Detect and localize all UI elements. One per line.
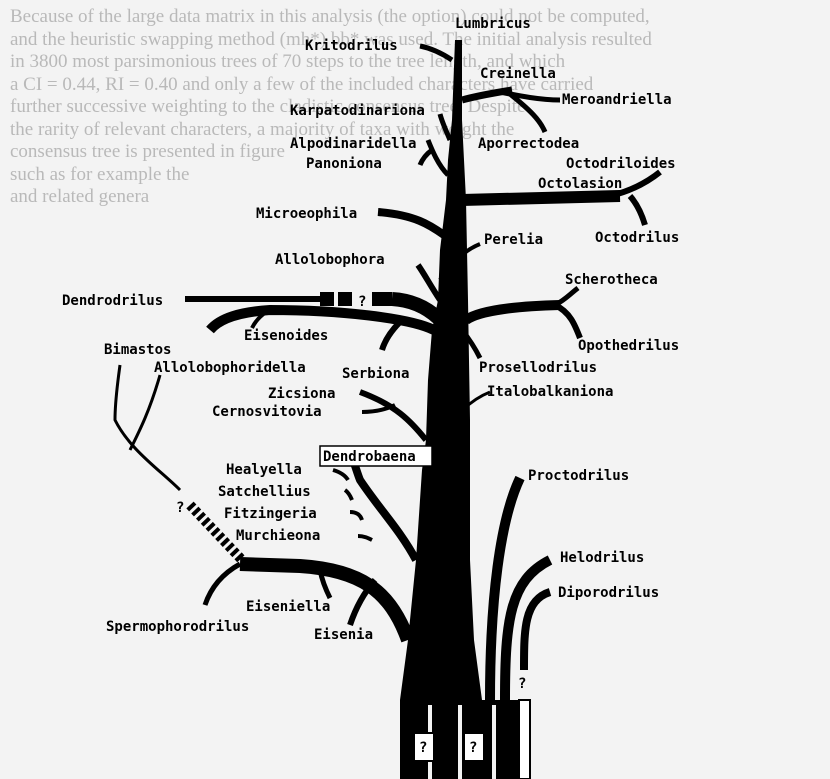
branch-microeophila <box>378 212 444 235</box>
label-fitzingeria: Fitzingeria <box>224 506 317 522</box>
label-alpodinaridella: Alpodinaridella <box>290 136 416 152</box>
label-serbiona: Serbiona <box>342 366 409 382</box>
label-aporrectodea: Aporrectodea <box>478 136 579 152</box>
label-diporodrilus: Diporodrilus <box>558 585 659 601</box>
open-lineage-box <box>519 700 530 779</box>
dendrodrilus-bar-block <box>338 292 352 306</box>
label-helodrilus: Helodrilus <box>560 550 644 566</box>
branch-spermophorodrilus <box>205 564 240 605</box>
branch-satchellius <box>345 490 352 500</box>
label-panoniona: Panoniona <box>306 156 382 172</box>
label-octolasion: Octolasion <box>538 176 622 192</box>
dendrodrilus-bar <box>185 296 320 302</box>
label-dendrodrilus: Dendrodrilus <box>62 293 163 309</box>
branch-kritodrilus <box>420 46 452 60</box>
label-zicsiona: Zicsiona <box>268 386 335 402</box>
label-spermophorodrilus: Spermophorodrilus <box>106 619 249 635</box>
label-cernosvitovia: Cernosvitovia <box>212 404 322 420</box>
label-allolobophora: Allolobophora <box>275 252 385 268</box>
branch-octodrilus <box>630 196 645 225</box>
uncertain-mark: ? <box>419 740 427 756</box>
branch-scherotheca-clade <box>466 305 560 320</box>
branch-karpatodinariona <box>440 114 450 140</box>
label-scherotheca: Scherotheca <box>565 272 658 288</box>
branch-allolobophoridella <box>130 375 160 450</box>
label-dendrobaena: Dendrobaena <box>323 449 416 465</box>
branch-eisenoides-clade <box>210 310 434 330</box>
branch-bimastos-clade <box>115 365 180 490</box>
branch-dendrobaena-clade <box>350 455 416 560</box>
uncertain-mark: ? <box>518 676 526 692</box>
label-lumbricus: Lumbricus <box>455 16 531 32</box>
label-kritodrilus: Kritodrilus <box>305 38 398 54</box>
label-prosellodrilus: Prosellodrilus <box>479 360 597 376</box>
label-italobalkaniona: Italobalkaniona <box>487 384 613 400</box>
uncertain-mark: ? <box>176 500 184 516</box>
branch-scherotheca <box>555 288 578 305</box>
branch-allolobophora <box>418 265 440 300</box>
label-satchellius: Satchellius <box>218 484 311 500</box>
branch-cernosvitovia <box>362 405 395 412</box>
base-gap <box>458 705 462 779</box>
label-proctodrilus: Proctodrilus <box>528 468 629 484</box>
base-gap <box>492 705 496 779</box>
branch-octolasion-clade <box>462 196 620 200</box>
label-creinella: Creinella <box>480 66 556 82</box>
label-microeophila: Microeophila <box>256 206 357 222</box>
label-opothedrilus: Opothedrilus <box>578 338 679 354</box>
branch-murchieona <box>358 536 372 540</box>
label-meroandriella: Meroandriella <box>562 92 672 108</box>
label-octodriloides: Octodriloides <box>566 156 676 172</box>
branch-opothedrilus <box>555 305 580 338</box>
branch-healyella <box>333 470 348 480</box>
dendrodrilus-bar-block <box>320 292 334 306</box>
label-octodrilus: Octodrilus <box>595 230 679 246</box>
branch-panoniona <box>420 150 432 165</box>
dendrodrilus-bar-block <box>372 292 392 306</box>
label-karpatodinariona: Karpatodinariona <box>290 103 425 119</box>
branch-alpodinaridella <box>428 140 448 175</box>
label-eiseniella: Eiseniella <box>246 599 330 615</box>
label-eisenoides: Eisenoides <box>244 328 328 344</box>
branch-fitzingeria <box>350 512 362 520</box>
label-perelia: Perelia <box>484 232 543 248</box>
branch-diporodrilus <box>524 592 550 670</box>
branch-zicsiona-clade <box>360 392 426 440</box>
uncertain-mark: ? <box>469 740 477 756</box>
uncertain-mark: ? <box>358 294 366 310</box>
label-murchieona: Murchieona <box>236 528 320 544</box>
branch-serbiona <box>382 322 400 350</box>
label-allolobophoridella: Allolobophoridella <box>154 360 306 376</box>
label-bimastos: Bimastos <box>104 342 171 358</box>
label-eisenia: Eisenia <box>314 627 373 643</box>
label-healyella: Healyella <box>226 462 302 478</box>
